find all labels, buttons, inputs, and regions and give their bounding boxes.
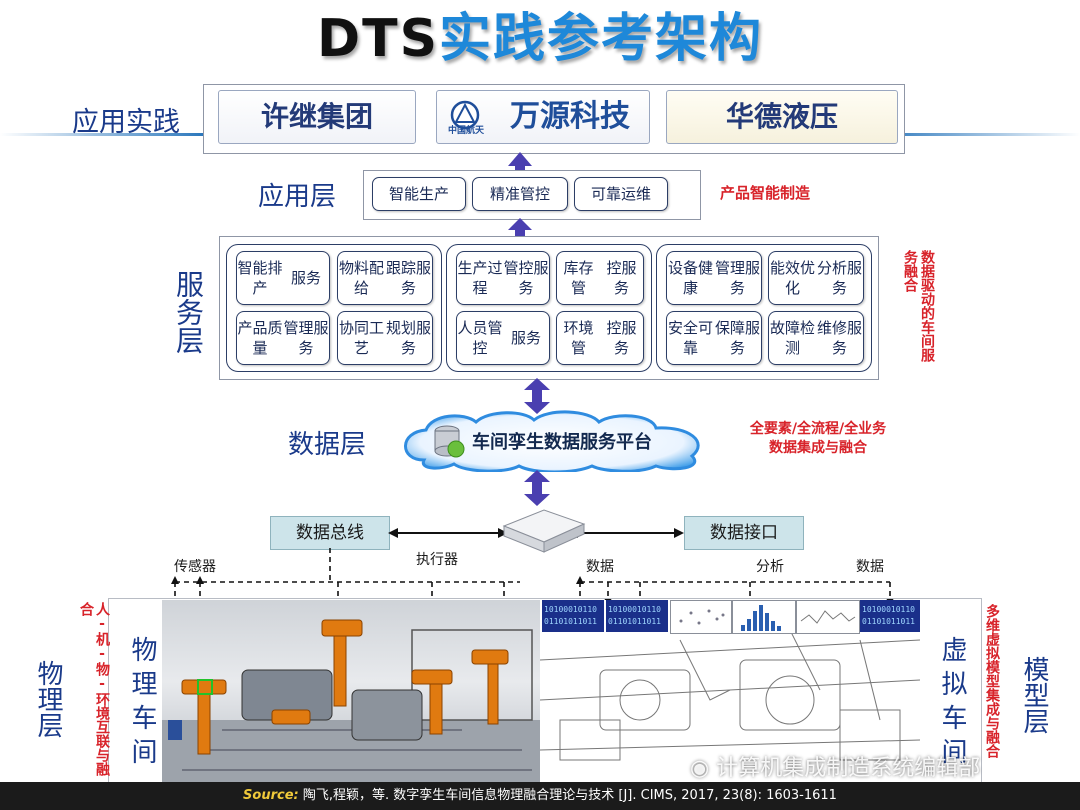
binary-panel-3: 10100010110 01101011011 (860, 600, 920, 632)
casc-logo-icon (445, 95, 485, 130)
virtual-workshop-label: 虚拟车间 (937, 636, 967, 772)
histogram-mini-panel (732, 600, 796, 634)
service-material-tracking: 物料配给跟踪服务 (337, 251, 433, 305)
cloud-shape (404, 410, 700, 472)
physical-layer-label: 物理层 (33, 660, 63, 738)
app-item-reliable-maintenance: 可靠运维 (574, 177, 668, 211)
double-arrow-icon (524, 378, 550, 414)
source-label: Source: (243, 788, 299, 803)
physical-interconnect-note: 人-机-物-环境互联与融合 (78, 602, 110, 776)
binary-panel-2: 10100010110 01101011011 (606, 600, 668, 632)
service-process-planning: 协同工艺规划服务 (337, 311, 433, 365)
database-icon (434, 425, 465, 458)
data-layer-note: 全要素/全流程/全业务 数据集成与融合 (724, 420, 912, 458)
app-item-smart-production: 智能生产 (372, 177, 466, 211)
actuator-label: 执行器 (416, 552, 458, 568)
physical-workshop-label: 物理车间 (127, 636, 157, 772)
service-smart-scheduling: 智能排产服务 (236, 251, 330, 305)
scatter-mini-panel (670, 600, 732, 634)
data-bus-box: 数据总线 (270, 516, 390, 550)
wechat-icon: ◉ (690, 756, 717, 781)
up-arrow-icon (508, 152, 532, 172)
practice-label: 应用实践 (72, 107, 180, 138)
double-arrow-icon (524, 470, 550, 506)
data-layer-note-line2: 数据集成与融合 (769, 440, 867, 456)
company-xuji: 许继集团 (218, 90, 416, 144)
service-layer-label: 服务层 (172, 270, 205, 354)
binary-panel-1: 10100010110 01101011011 (542, 600, 604, 632)
data-left-label: 数据 (586, 559, 614, 575)
service-fault-maintenance: 故障检测维修服务 (768, 311, 864, 365)
gateway-device-icon (502, 509, 586, 553)
company-huade: 华德液压 (666, 90, 898, 144)
model-layer-label: 模型层 (1019, 656, 1049, 734)
application-layer-note: 产品智能制造 (720, 184, 811, 202)
up-arrow-icon (508, 218, 532, 236)
service-inventory-control: 库存管控服务 (556, 251, 644, 305)
company-wanyuan: 中国航天 万源科技 (436, 90, 650, 144)
data-layer-label: 数据层 (288, 430, 367, 460)
data-interface-box: 数据接口 (684, 516, 804, 550)
physical-workshop-image (162, 600, 540, 782)
service-quality-management: 产品质量管理服务 (236, 311, 330, 365)
line-mini-panel (796, 600, 860, 634)
service-production-control: 生产过程管控服务 (456, 251, 550, 305)
analysis-label: 分析 (756, 559, 784, 575)
service-equipment-health: 设备健康管理服务 (666, 251, 762, 305)
service-energy-optimization: 能效优化分析服务 (768, 251, 864, 305)
service-environment-control: 环境管控服务 (556, 311, 644, 365)
title-prefix: DTS (316, 9, 440, 69)
watermark: ◉ 计算机集成制造系统编辑部 (690, 750, 980, 782)
watermark-text: 计算机集成制造系统编辑部 (716, 756, 981, 781)
title-main: 实践参考架构 (439, 9, 764, 69)
sensor-label: 传感器 (174, 559, 216, 575)
service-layer-note: 数据驱动的车间服务融合 (902, 250, 935, 362)
application-layer-label: 应用层 (258, 182, 337, 212)
company-wanyuan-name: 万源科技 (510, 99, 630, 134)
data-platform-label: 车间孪生数据服务平台 (472, 432, 652, 453)
app-item-precise-control: 精准管控 (472, 177, 568, 211)
virtual-factory-wireframe (540, 629, 920, 761)
data-layer-note-line1: 全要素/全流程/全业务 (749, 421, 887, 437)
source-citation: 陶飞,程颖，等. 数字孪生车间信息物理融合理论与技术 [J]. CIMS, 20… (302, 788, 837, 803)
model-integration-note: 多维虚拟模型集成与融合 (984, 604, 1000, 758)
service-personnel-control: 人员管控服务 (456, 311, 550, 365)
page-title: DTS实践参考架构 (0, 4, 1080, 74)
casc-logo-text: 中国航天 (447, 126, 484, 136)
data-right-label: 数据 (856, 559, 884, 575)
service-safety-assurance: 安全可靠保障服务 (666, 311, 762, 365)
factory-robots-illustration (162, 619, 540, 782)
source-footer: Source: 陶飞,程颖，等. 数字孪生车间信息物理融合理论与技术 [J]. … (0, 782, 1080, 810)
